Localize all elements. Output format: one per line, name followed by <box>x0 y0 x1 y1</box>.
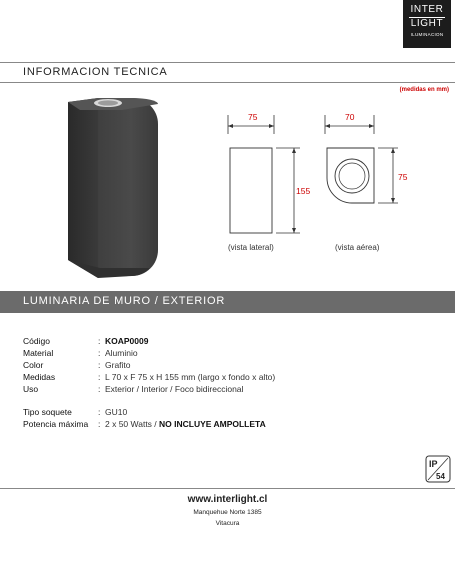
spec-value-code: KOAP0009 <box>105 336 149 346</box>
section-title-wall-light: LUMINARIA DE MURO / EXTERIOR <box>23 295 226 307</box>
ip54-icon: IP 54 <box>425 455 451 483</box>
spec-value: Aluminio <box>105 348 138 358</box>
top-divider <box>0 62 455 63</box>
units-note: (medidas en mm) <box>399 87 449 93</box>
spec-colon: : <box>98 348 101 358</box>
spec-colon: : <box>98 407 101 417</box>
caption-side-view: (vista lateral) <box>228 243 274 252</box>
section-divider <box>0 82 455 83</box>
spec-colon: : <box>98 360 101 370</box>
product-image <box>68 98 158 278</box>
spec-colon: : <box>98 372 101 382</box>
spec-key: Potencia máxima <box>23 419 89 429</box>
dim-top-width: 70 <box>345 112 355 122</box>
footer-divider <box>0 488 455 489</box>
spec-value: GU10 <box>105 407 128 417</box>
spec-key: Uso <box>23 384 39 394</box>
spec-key: Medidas <box>23 372 56 382</box>
spec-value-no-bulb: NO INCLUYE AMPOLLETA <box>159 419 266 429</box>
logo-line-1: INTER <box>410 4 444 15</box>
ip-label: IP <box>429 459 438 469</box>
ip-number: 54 <box>436 472 445 481</box>
spec-key: Código <box>23 336 50 346</box>
spec-value: KOAP0009 <box>105 335 148 347</box>
spec-key: Color <box>23 360 44 370</box>
spec-colon: : <box>98 384 101 394</box>
top-view-drawing <box>324 115 398 204</box>
spec-colon: : <box>98 336 101 346</box>
spec-value: Grafito <box>105 360 131 370</box>
footer-website[interactable]: www.interlight.cl <box>187 494 268 505</box>
dim-side-height: 155 <box>296 186 311 196</box>
logo-line-2: LIGHT <box>410 18 444 29</box>
section-band-wall-light: LUMINARIA DE MURO / EXTERIOR <box>0 291 455 313</box>
logo-divider <box>409 17 445 18</box>
side-view-drawing <box>227 115 300 234</box>
footer-city: Vitacura <box>215 520 240 527</box>
section-title-technical-info: INFORMACION TECNICA <box>23 66 168 78</box>
spec-value: Exterior / Interior / Foco bidireccional <box>105 384 244 394</box>
spec-colon: : <box>98 419 101 429</box>
footer-address: Manquehue Norte 1385 <box>193 509 262 516</box>
spec-value-power: 2 x 50 Watts / <box>105 419 160 429</box>
spec-value: L 70 x F 75 x H 155 mm (largo x fondo x … <box>105 372 276 382</box>
logo-tagline: ILUMINACION <box>410 32 444 37</box>
spec-key: Material <box>23 348 54 358</box>
caption-top-view: (vista aérea) <box>335 243 380 252</box>
dim-side-width: 75 <box>248 112 258 122</box>
dim-top-depth: 75 <box>398 172 408 182</box>
brand-logo: INTER LIGHT ILUMINACION <box>403 0 451 48</box>
spec-key: Tipo soquete <box>23 407 72 417</box>
spec-value: 2 x 50 Watts / NO INCLUYE AMPOLLETA <box>105 418 266 430</box>
